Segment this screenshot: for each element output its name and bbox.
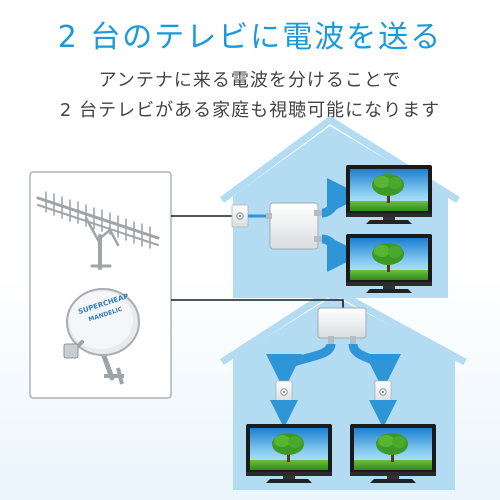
- subtitle-line-1: アンテナに来る電波を分けることで: [98, 70, 402, 91]
- signal-arrow-icon: [321, 178, 363, 272]
- wall-outlet-icon: [275, 380, 293, 404]
- tv-icon: [246, 424, 332, 483]
- antenna-cable: [171, 215, 344, 308]
- tv-icon: [346, 234, 432, 293]
- wall-outlet-icon: [374, 380, 392, 404]
- uhf-antenna-icon: [36, 191, 160, 270]
- headline: 2 台のテレビに電波を送る: [57, 20, 443, 55]
- splitter-upper-icon: [266, 202, 322, 250]
- subtitle-line-2: 2 台テレビがある家庭も視聴可能になります: [59, 100, 441, 121]
- satellite-dish-icon: SUPERCHEAP MANDELIC: [63, 288, 140, 385]
- signal-arrow-icon: [266, 342, 401, 390]
- antenna-panel: [29, 171, 172, 399]
- tv-icon: [346, 165, 432, 224]
- splitter-lower-icon: [317, 307, 367, 344]
- wall-outlet-icon: [231, 204, 249, 228]
- tv-icon: [350, 424, 436, 483]
- signal-arrow-icon: [270, 400, 397, 428]
